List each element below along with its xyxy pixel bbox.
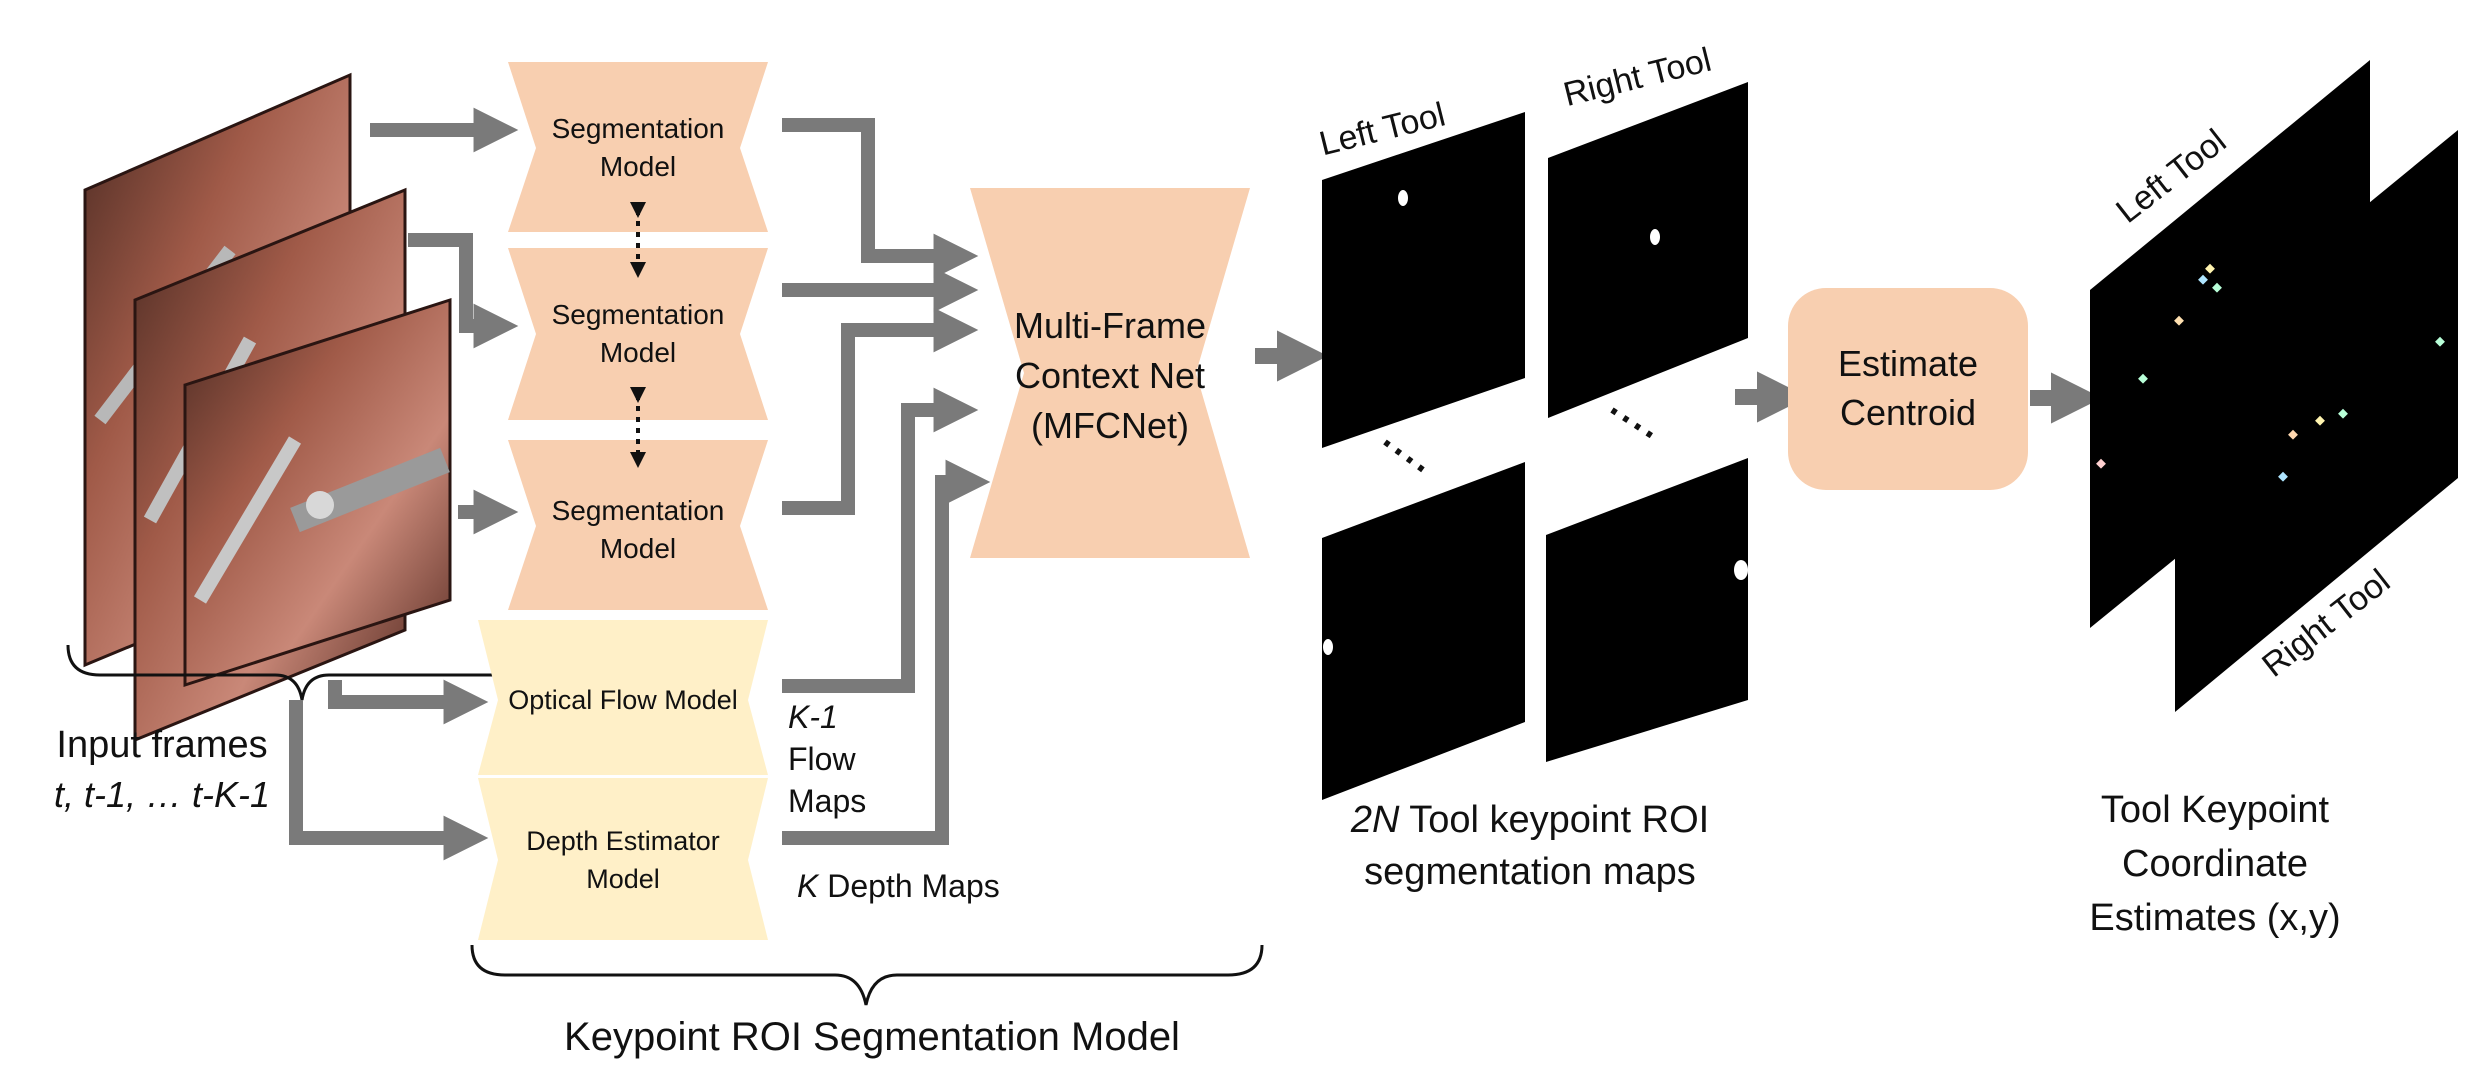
optical-flow-model-label: Optical Flow Model	[508, 685, 738, 715]
segmentation-model-3-line1: Segmentation	[552, 495, 725, 526]
mfcnet-line1: Multi-Frame	[1014, 305, 1206, 346]
flow-maps-line2: Flow	[788, 741, 856, 777]
roi-caption-line2: segmentation maps	[1364, 851, 1696, 893]
output-caption-line3: Estimates (x,y)	[2089, 897, 2340, 939]
mfcnet-block: Multi-Frame Context Net (MFCNet)	[970, 188, 1250, 558]
roi-map-left-top	[1322, 112, 1525, 448]
estimate-centroid-box: Estimate Centroid	[1788, 288, 2028, 490]
mfcnet-line2: Context Net	[1015, 355, 1205, 396]
output-caption-line2: Coordinate	[2122, 843, 2308, 885]
input-frames-stack	[83, 72, 452, 743]
segmentation-model-3-line2: Model	[600, 533, 676, 564]
arrow-to-depth	[289, 700, 489, 861]
arrow-to-optical-flow	[328, 679, 489, 725]
roi-caption-line1: 2N Tool keypoint ROI	[1350, 799, 1709, 841]
mfcnet-line3: (MFCNet)	[1031, 405, 1189, 446]
roi-right-tool-title: Right Tool	[1560, 41, 1715, 114]
arrow-flow-to-mfc	[782, 387, 979, 693]
arrow-depth-to-mfc	[782, 459, 991, 845]
segmentation-model-1: Segmentation Model	[508, 62, 768, 232]
depth-estimator-model: Depth Estimator Model	[478, 778, 768, 940]
output-caption-line1: Tool Keypoint	[2101, 789, 2330, 831]
input-frames-label: Input frames	[56, 724, 267, 766]
flow-maps-line3: Maps	[788, 783, 866, 819]
arrow-seg1-to-mfc	[782, 118, 979, 279]
segmentation-model-2-line1: Segmentation	[552, 299, 725, 330]
depth-maps-label: K Depth Maps	[797, 868, 1000, 904]
keypoint-roi-label: Keypoint ROI Segmentation Model	[564, 1015, 1180, 1059]
input-frames-sublabel: t, t-1, … t-K-1	[54, 774, 270, 815]
roi-map-right-bottom	[1546, 458, 1748, 762]
depth-estimator-line2: Model	[586, 864, 660, 894]
segmentation-model-1-line1: Segmentation	[552, 113, 725, 144]
arrow-seg3-to-mfc	[782, 307, 979, 515]
input-frame-front	[183, 297, 452, 688]
roi-left-ellipsis	[1383, 439, 1432, 478]
segmentation-model-2-line2: Model	[600, 337, 676, 368]
arrow-to-seg-2	[408, 233, 519, 349]
optical-flow-model: Optical Flow Model	[478, 620, 768, 775]
output-map-right	[2175, 130, 2458, 712]
estimate-centroid-line2: Centroid	[1840, 392, 1976, 433]
roi-right-ellipsis	[1610, 407, 1660, 443]
segmentation-model-3: Segmentation Model	[508, 440, 768, 610]
flow-maps-k: K-1	[788, 699, 838, 735]
segmentation-model-2: Segmentation Model	[508, 248, 768, 420]
roi-map-right-top	[1548, 82, 1748, 418]
depth-estimator-line1: Depth Estimator	[526, 826, 720, 856]
keypoint-roi-brace	[470, 944, 1264, 1006]
segmentation-model-1-line2: Model	[600, 151, 676, 182]
input-arrows	[289, 107, 519, 861]
mfcnet-arrows	[782, 118, 991, 845]
estimate-centroid-line1: Estimate	[1838, 343, 1978, 384]
roi-map-left-bottom	[1322, 462, 1525, 800]
